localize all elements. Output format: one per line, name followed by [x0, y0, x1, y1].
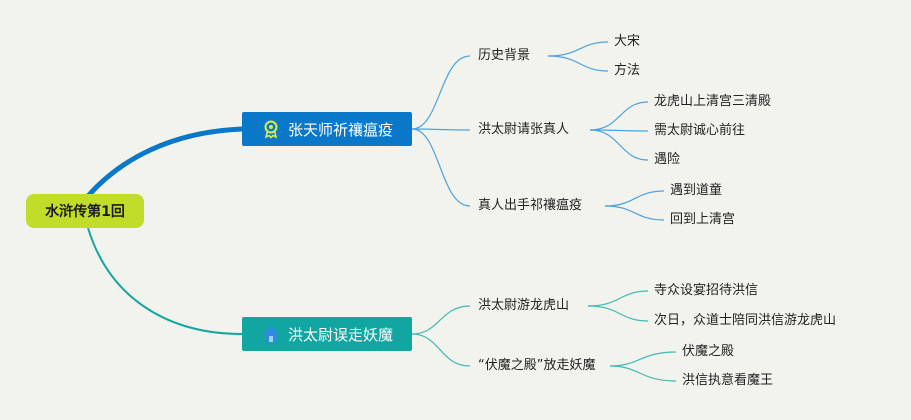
sub-1-leaf-2-link — [547, 55, 609, 72]
sub-3-leaf-2-link — [604, 205, 665, 221]
sub-3-leaf-1-link — [604, 190, 665, 207]
award-ribbon-icon — [261, 119, 281, 139]
subtopic-history-background[interactable]: 历史背景 — [478, 48, 531, 63]
leaf-insist-see-demon[interactable]: 洪信执意看魔王 — [682, 373, 774, 388]
subtopic-tour-longhu[interactable]: 洪太尉游龙虎山 — [478, 298, 570, 313]
subtopic-release-demons[interactable]: “伏魔之殿”放走妖魔 — [478, 358, 596, 373]
sub-1-leaf-1-link — [547, 41, 609, 57]
house-icon — [261, 324, 281, 344]
leaf-return-temple[interactable]: 回到上清宫 — [670, 212, 736, 227]
branch-1-to-sub-1-link — [411, 55, 471, 130]
sub-b2-leaf-1-link — [609, 351, 677, 367]
sub-b2-leaf-2-link — [609, 365, 677, 382]
leaf-danger[interactable]: 遇险 — [654, 152, 681, 167]
root-to-branch-1-link — [85, 126, 245, 199]
central-topic-label: 水浒传第1回 — [45, 204, 125, 220]
central-topic[interactable]: 水浒传第1回 — [26, 194, 144, 228]
branch-topic-2[interactable]: 洪太尉误走妖魔 — [242, 317, 412, 351]
branch-topic-1-label: 张天师祈禳瘟疫 — [287, 120, 393, 139]
sub-2-leaf-1-link — [589, 101, 649, 131]
leaf-meet-taoist-boy[interactable]: 遇到道童 — [670, 183, 723, 198]
sub-2-leaf-3-link — [589, 129, 649, 161]
branch-topic-2-label: 洪太尉误走妖魔 — [287, 325, 393, 344]
leaf-longhu-mountain[interactable]: 龙虎山上清宫三清殿 — [654, 94, 772, 109]
subtopic-dispel-plague[interactable]: 真人出手祁禳瘟疫 — [478, 198, 583, 213]
branch-2-to-sub-1-link — [411, 305, 471, 335]
leaf-da-song[interactable]: 大宋 — [614, 34, 641, 49]
leaf-banquet[interactable]: 寺众设宴招待洪信 — [654, 283, 759, 298]
branch-topic-1[interactable]: 张天师祈禳瘟疫 — [242, 112, 412, 146]
branch-1-to-sub-2-link — [411, 128, 471, 131]
leaf-fumo-hall[interactable]: 伏魔之殿 — [682, 344, 735, 359]
sub-b1-leaf-1-link — [587, 290, 649, 307]
subtopic-invite-zhang[interactable]: 洪太尉请张真人 — [478, 122, 570, 137]
leaf-next-day-tour[interactable]: 次日，众道士陪同洪信游龙虎山 — [654, 313, 837, 328]
leaf-method[interactable]: 方法 — [614, 63, 641, 78]
root-to-branch-2-link — [87, 227, 243, 335]
branch-1-to-sub-3-link — [411, 128, 471, 207]
sub-b1-leaf-2-link — [587, 305, 649, 322]
branch-2-to-sub-2-link — [411, 333, 471, 367]
leaf-sincere-visit[interactable]: 需太尉诚心前往 — [654, 123, 746, 138]
